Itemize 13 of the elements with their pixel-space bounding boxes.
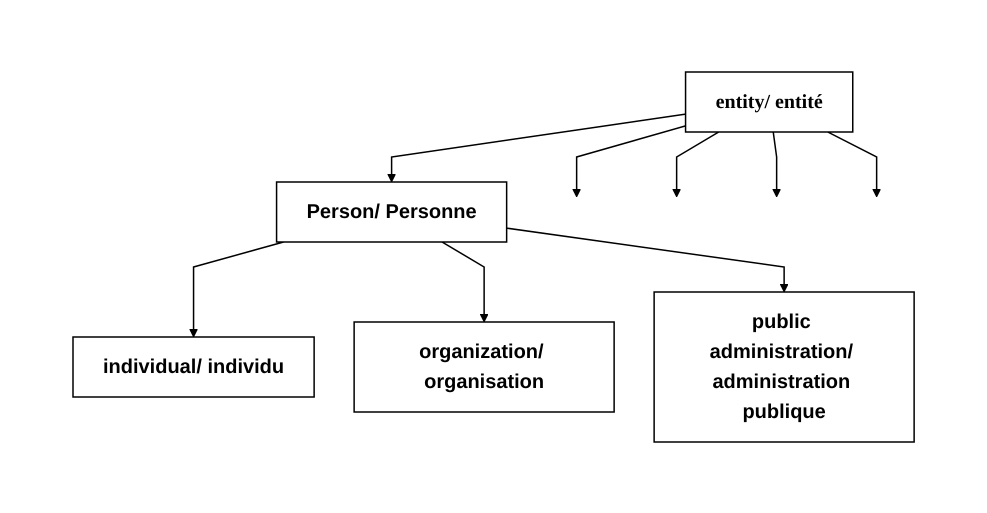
arrow <box>442 240 488 322</box>
arrow <box>672 130 720 197</box>
node-box: individual/ individu <box>72 336 315 398</box>
node-box: Person/ Personne <box>276 180 508 242</box>
arrow <box>827 130 881 197</box>
arrow <box>387 112 686 182</box>
node-box: entity/ entité <box>684 70 854 132</box>
node-box: public administration/ administration publique <box>653 290 915 442</box>
arrow <box>572 124 686 197</box>
arrow <box>772 131 781 197</box>
arrow <box>189 240 284 337</box>
node-box: organization/ organisation <box>353 320 615 412</box>
arrow <box>506 226 788 292</box>
